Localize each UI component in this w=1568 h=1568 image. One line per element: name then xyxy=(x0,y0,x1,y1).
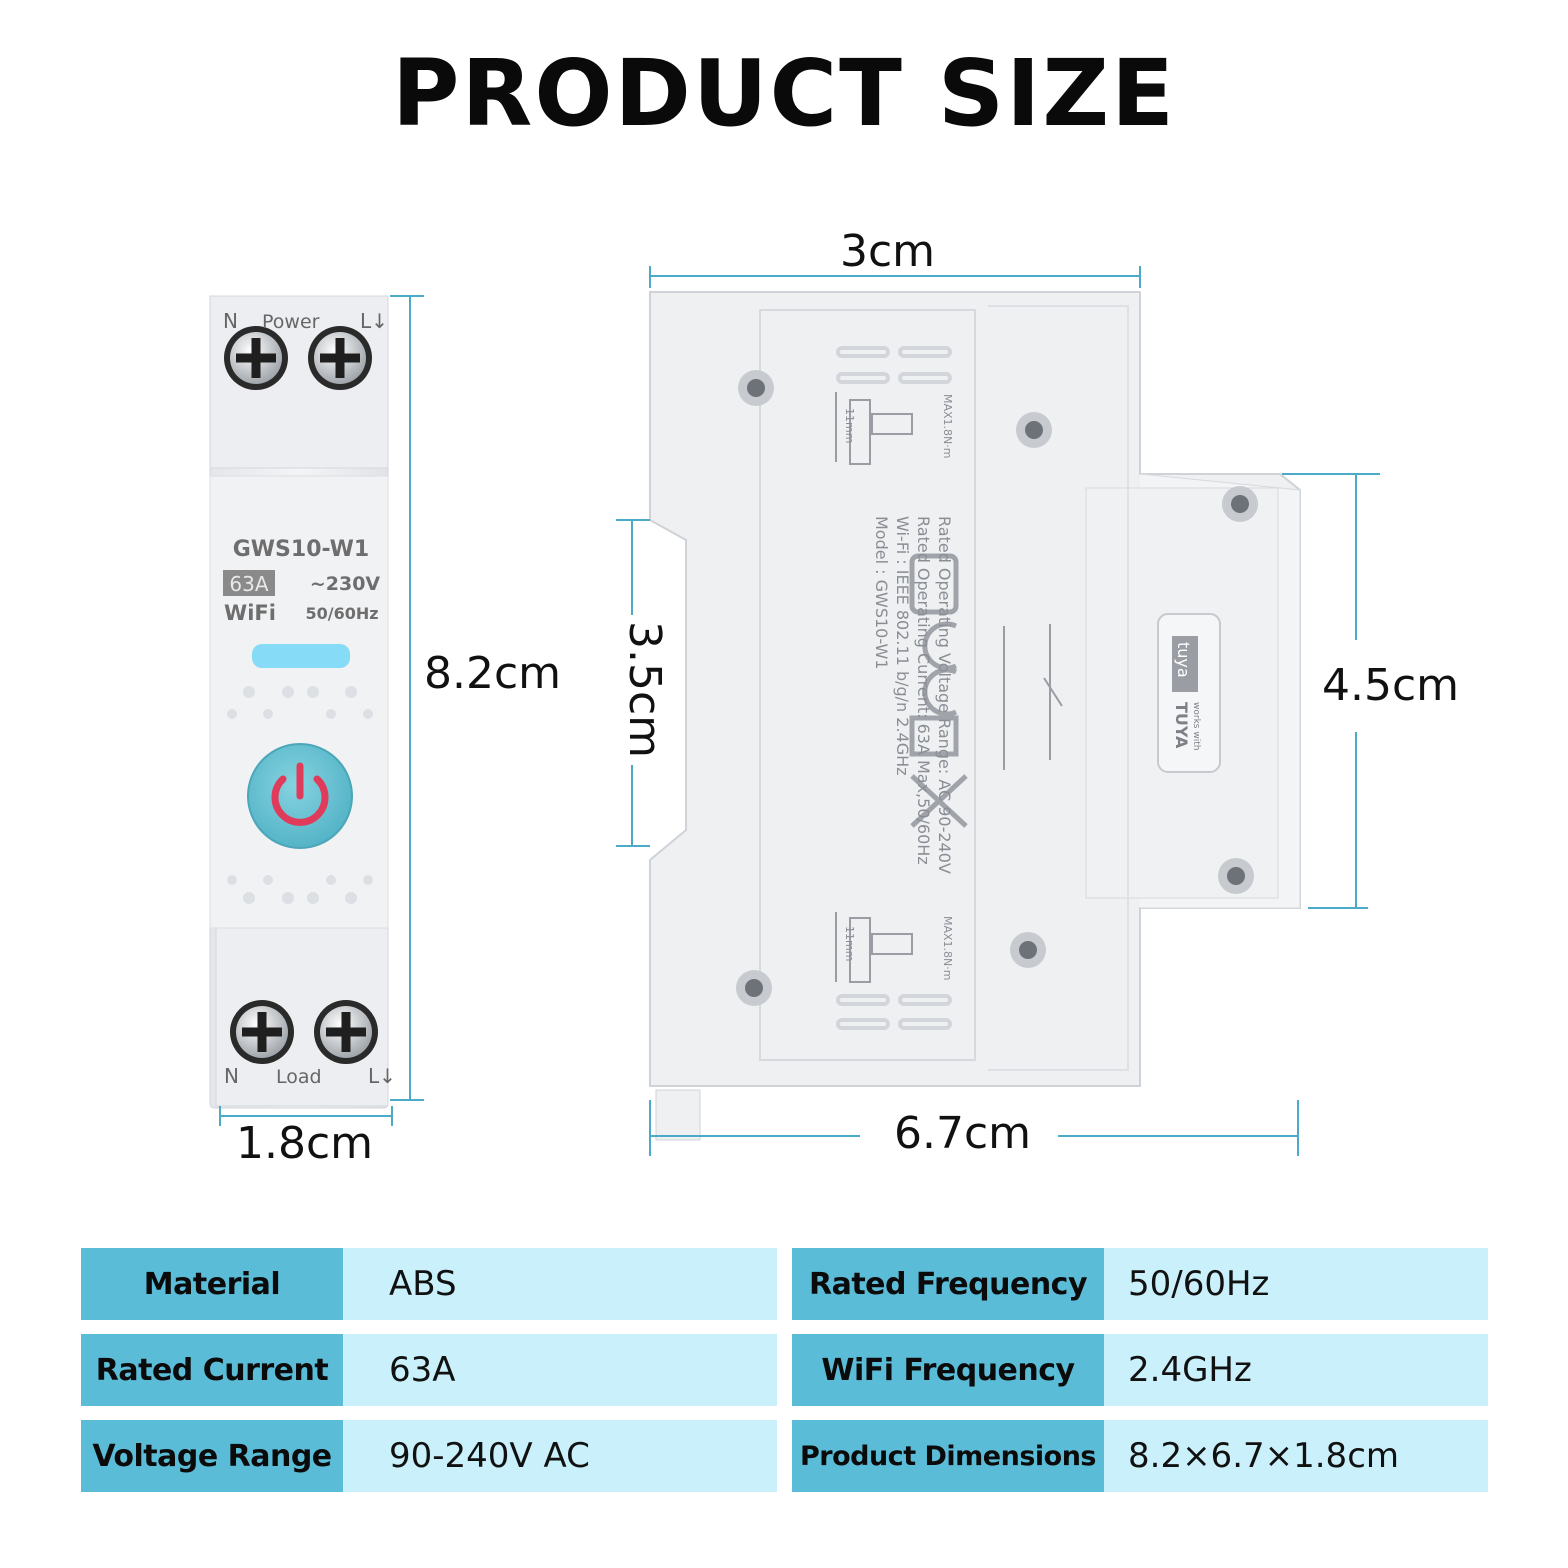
spec-value: 90-240V AC xyxy=(343,1420,777,1492)
table-row: Material ABS xyxy=(81,1248,777,1320)
front-bottom-load: Load xyxy=(276,1066,322,1088)
front-voltage: ~230V xyxy=(310,573,381,595)
device-rating-label: Model : GWS10-W1 Wi-Fi : IEEE 802.11 b/g… xyxy=(872,516,954,874)
side-dimension-lines xyxy=(616,266,1380,1156)
front-bottom-l: L↓ xyxy=(368,1064,396,1088)
wire-diagram-icon xyxy=(835,392,913,983)
screw-icon xyxy=(230,1000,294,1064)
torque-label-top: MAX1.8N·m xyxy=(941,394,954,459)
torque-label-bottom: MAX1.8N·m xyxy=(941,916,954,981)
front-bottom-n: N xyxy=(224,1064,239,1088)
wire-length-bottom: 11mm xyxy=(843,926,856,961)
spec-key: WiFi Frequency xyxy=(792,1334,1104,1406)
spec-table-left: Material ABS Rated Current 63A Voltage R… xyxy=(81,1248,777,1506)
screw-hole-icon xyxy=(1010,932,1046,968)
rating-line-voltage: Rated Operating Voltage Range: AC 90-240… xyxy=(935,516,954,874)
spec-key: Product Dimensions xyxy=(792,1420,1104,1492)
rating-line-model: Model : GWS10-W1 xyxy=(872,516,891,669)
wire-length-top: 11mm xyxy=(843,408,856,443)
page-title: PRODUCT SIZE xyxy=(392,40,1176,147)
spec-table-right: Rated Frequency 50/60Hz WiFi Frequency 2… xyxy=(792,1248,1488,1506)
device-front-view: N Power L↓ GWS10-W1 63A ~230V WiFi 50/60… xyxy=(209,295,396,1109)
product-illustration: N Power L↓ GWS10-W1 63A ~230V WiFi 50/60… xyxy=(209,266,1380,1156)
dim-side-bottom-width: 6.7cm xyxy=(894,1108,1032,1159)
dim-side-left-height: 3.5cm xyxy=(619,620,671,759)
dim-side-top-width: 3cm xyxy=(840,226,936,277)
status-led xyxy=(252,644,350,668)
spec-value: 8.2×6.7×1.8cm xyxy=(1104,1420,1488,1492)
front-current: 63A xyxy=(229,572,268,596)
screw-hole-icon xyxy=(736,970,772,1006)
screw-icon xyxy=(314,1000,378,1064)
front-top-n: N xyxy=(223,309,238,333)
table-row: Rated Frequency 50/60Hz xyxy=(792,1248,1488,1320)
spec-value: 50/60Hz xyxy=(1104,1248,1488,1320)
rating-line-current: Rated Operating Current: 63A Max,50/60Hz xyxy=(914,516,933,865)
spec-key: Rated Current xyxy=(81,1334,343,1406)
tuya-logo-text: tuya xyxy=(1174,642,1193,678)
table-row: Voltage Range 90-240V AC xyxy=(81,1420,777,1492)
screw-hole-icon xyxy=(1016,412,1052,448)
front-dimension-lines xyxy=(219,295,424,1126)
tuya-name: TUYA xyxy=(1172,702,1191,749)
front-wifi: WiFi xyxy=(224,601,276,625)
spec-value: 63A xyxy=(343,1334,777,1406)
dim-side-right-height: 4.5cm xyxy=(1322,660,1460,711)
screw-hole-icon xyxy=(1218,858,1254,894)
front-model: GWS10-W1 xyxy=(233,537,370,562)
spec-value: ABS xyxy=(343,1248,777,1320)
spec-value: 2.4GHz xyxy=(1104,1334,1488,1406)
table-row: WiFi Frequency 2.4GHz xyxy=(792,1334,1488,1406)
screw-hole-icon xyxy=(738,370,774,406)
front-frequency: 50/60Hz xyxy=(305,604,378,623)
dim-front-height: 8.2cm xyxy=(424,648,562,699)
screw-hole-icon xyxy=(1222,486,1258,522)
screw-icon xyxy=(224,326,288,390)
spec-key: Voltage Range xyxy=(81,1420,343,1492)
spec-key: Rated Frequency xyxy=(792,1248,1104,1320)
front-top-l: L↓ xyxy=(360,309,388,333)
screw-icon xyxy=(308,326,372,390)
device-side-view: Model : GWS10-W1 Wi-Fi : IEEE 802.11 b/g… xyxy=(649,291,1301,1141)
table-row: Rated Current 63A xyxy=(81,1334,777,1406)
power-button[interactable] xyxy=(247,743,353,849)
fcc-ce-ukca-icon xyxy=(909,553,968,828)
table-row: Product Dimensions 8.2×6.7×1.8cm xyxy=(792,1420,1488,1492)
circuit-symbol-icon xyxy=(1003,624,1063,770)
dim-front-width: 1.8cm xyxy=(236,1118,374,1169)
spec-key: Material xyxy=(81,1248,343,1320)
tuya-works-with: works with xyxy=(1191,702,1201,750)
front-top-power: Power xyxy=(262,311,320,333)
tuya-badge: tuya works with TUYA xyxy=(1157,613,1221,773)
rating-line-wifi: Wi-Fi : IEEE 802.11 b/g/n 2.4GHz xyxy=(893,516,912,776)
